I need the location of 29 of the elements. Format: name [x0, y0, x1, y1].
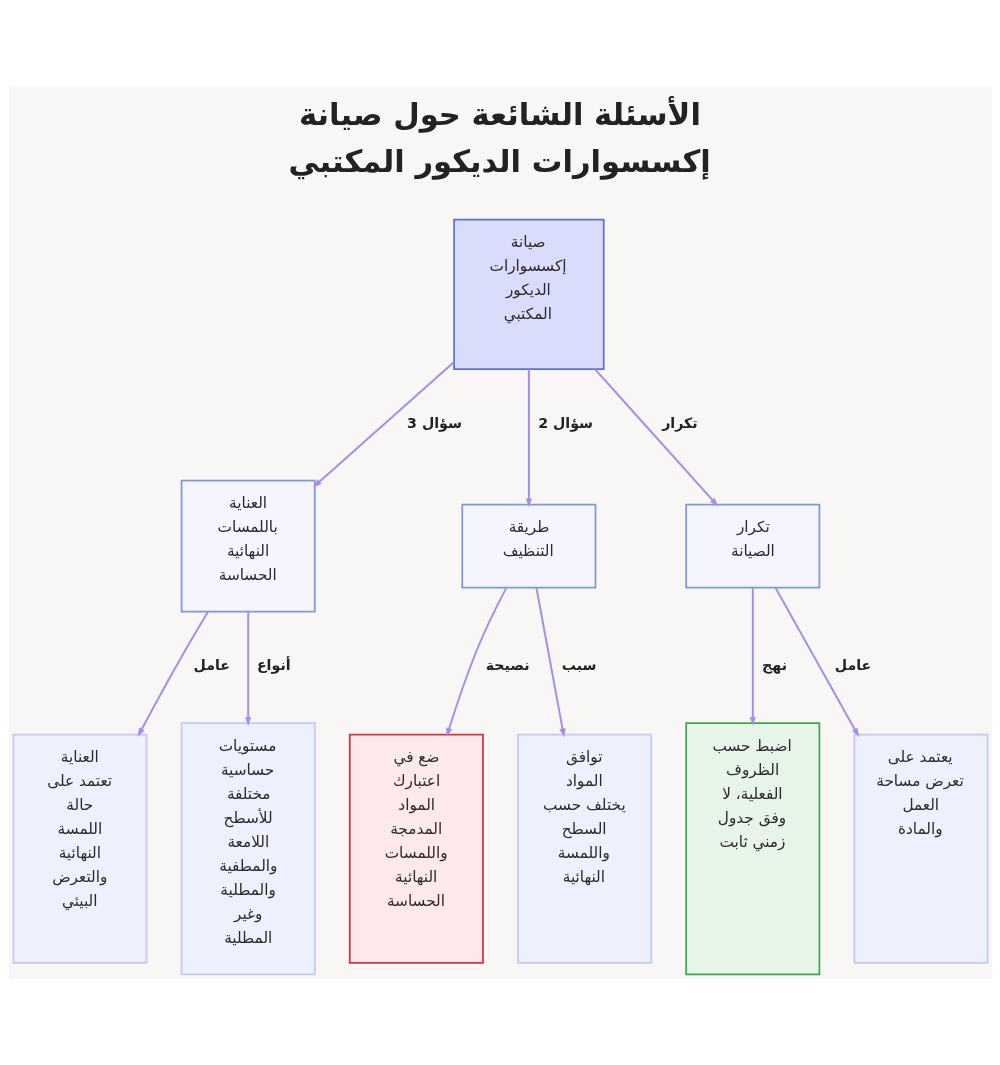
- arrow: [534, 586, 566, 738]
- edge-label: سؤال 2: [537, 414, 593, 431]
- edge-label: سبب: [561, 657, 596, 674]
- edge-label: عامل: [834, 657, 871, 674]
- node-box: مستويات حساسية مختلفة للأسطح اللامعة والمطفية والمطلية وغير المطلية: [180, 722, 316, 976]
- arrow: [774, 586, 859, 738]
- diagram-title: الأسئلة الشائعة حول صيانة إكسسوارات الديكور المكتبي: [288, 96, 711, 179]
- edge-label: سؤال 3: [406, 414, 462, 431]
- arrow: [749, 586, 756, 726]
- arrow: [593, 368, 718, 507]
- arrow: [445, 586, 507, 737]
- arrow: [137, 610, 209, 737]
- edge-label: عامل: [193, 657, 230, 674]
- arrow: [312, 361, 455, 488]
- edge-label: تكرار: [661, 414, 698, 431]
- edge-label: نهج: [761, 657, 787, 674]
- node-box: تكرار الصيانة: [684, 503, 820, 589]
- node-box: يعتمد على تعرض مساحة العمل والمادة: [853, 733, 988, 964]
- arrow: [525, 368, 532, 508]
- edge-label: نصيحة: [485, 657, 530, 674]
- node-box: طريقة التنظيف: [460, 503, 596, 589]
- node-box: صيانة إكسسوارات الديكور المكتبي: [452, 218, 605, 371]
- node-box: العناية تعتمد على حالة اللمسة النهائية والتعرض البيئي: [12, 733, 147, 964]
- arrow: [244, 611, 251, 726]
- edge-label: أنواع: [256, 657, 291, 674]
- node-box: العناية باللمسات النهائية الحساسة: [180, 479, 316, 613]
- node-box: ضع في اعتبارك المواد المدمجة واللمسات النهائية الحساسة: [348, 733, 484, 964]
- node-box: اضبط حسب الظروف الفعلية، لا وفق جدول زمني ثابت: [684, 722, 820, 976]
- node-box: توافق المواد يختلف حسب السطح واللمسة النهائية: [516, 733, 652, 964]
